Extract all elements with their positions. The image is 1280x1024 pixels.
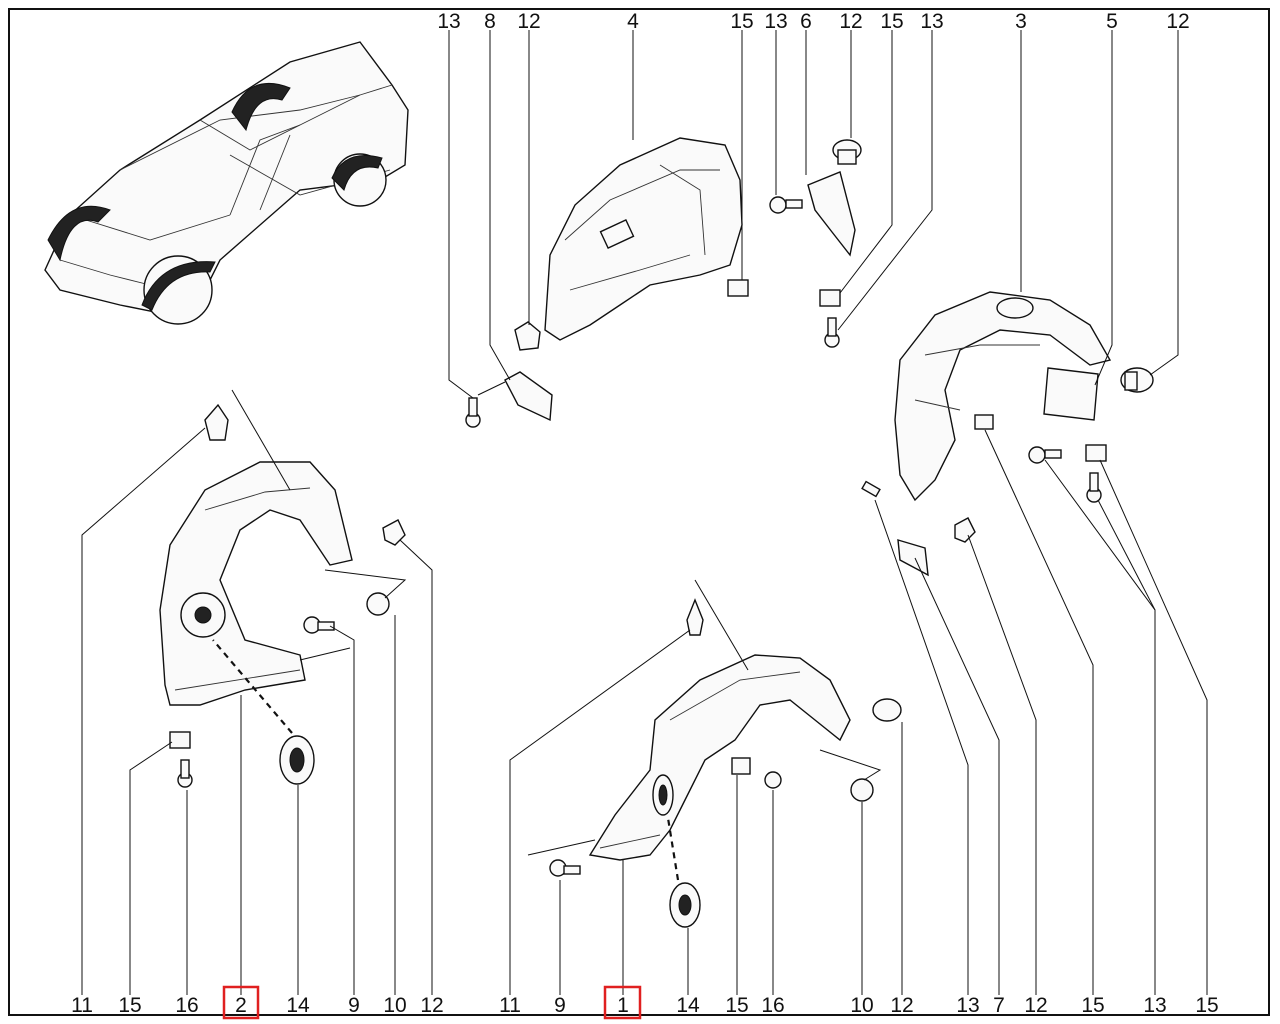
screw-icon bbox=[1028, 446, 1062, 464]
callout-bottom-12b: 12 bbox=[890, 994, 913, 1017]
grommet-plug-icon bbox=[279, 735, 315, 785]
callout-bottom-13: 13 bbox=[956, 994, 979, 1017]
bracket-8 bbox=[504, 371, 553, 422]
callout-bottom-14a: 14 bbox=[286, 994, 310, 1017]
callout-top-4: 4 bbox=[627, 10, 639, 33]
callout-top-3: 3 bbox=[1015, 10, 1027, 33]
screw-icon bbox=[549, 859, 581, 877]
clip-icon bbox=[832, 139, 862, 165]
wheel-arch-liner-1 bbox=[588, 654, 851, 861]
callout-bottom-12c: 12 bbox=[1024, 994, 1047, 1017]
wheel-arch-liner-3 bbox=[894, 291, 1112, 502]
callout-bottom-2: 2 bbox=[235, 994, 247, 1017]
fasteners bbox=[169, 139, 1154, 928]
vehicle-overview-icon bbox=[44, 41, 409, 325]
nut-clip-icon bbox=[169, 731, 191, 749]
nut-clip-icon bbox=[727, 279, 749, 297]
callout-bottom-7: 7 bbox=[993, 994, 1005, 1017]
screw-icon bbox=[861, 480, 881, 498]
callout-top-12a: 12 bbox=[517, 10, 540, 33]
callout-top-5: 5 bbox=[1106, 10, 1118, 33]
bottom-callouts: 11 15 16 2 14 9 10 12 11 9 1 14 15 16 10… bbox=[71, 994, 1219, 1017]
callout-bottom-11a: 11 bbox=[71, 994, 93, 1017]
screw-icon bbox=[769, 196, 803, 214]
callout-top-13a: 13 bbox=[437, 10, 460, 33]
nut-clip-icon bbox=[819, 289, 841, 307]
clip-icon bbox=[1120, 367, 1154, 393]
callout-bottom-1: 1 bbox=[617, 994, 629, 1017]
screw-icon bbox=[303, 616, 335, 634]
callout-bottom-15a: 15 bbox=[118, 994, 141, 1017]
callout-bottom-15c: 15 bbox=[1081, 994, 1104, 1017]
clip-icon bbox=[954, 517, 976, 543]
nut-clip-icon bbox=[974, 414, 994, 430]
wheel-arch-liner-4 bbox=[544, 137, 743, 341]
callout-bottom-10a: 10 bbox=[383, 994, 406, 1017]
push-rivet-icon bbox=[366, 592, 390, 616]
dashed-arrow bbox=[212, 639, 293, 734]
leader-lines bbox=[81, 30, 1208, 995]
callout-bottom-15b: 15 bbox=[725, 994, 748, 1017]
clip-icon bbox=[204, 403, 229, 441]
nut-clip-icon bbox=[731, 757, 751, 775]
callout-top-6: 6 bbox=[800, 10, 812, 33]
wheel-arch-liner-2 bbox=[159, 461, 353, 706]
push-rivet-icon bbox=[850, 778, 874, 802]
callout-bottom-16a: 16 bbox=[175, 994, 198, 1017]
callout-top-15a: 15 bbox=[730, 10, 753, 33]
callout-bottom-12a: 12 bbox=[420, 994, 443, 1017]
screw-icon bbox=[824, 317, 840, 348]
screw-icon bbox=[764, 771, 782, 789]
top-callouts: 13 8 12 4 15 13 6 12 15 13 3 5 12 bbox=[437, 10, 1189, 33]
bracket-6 bbox=[807, 171, 856, 257]
callout-bottom-11b: 11 bbox=[499, 994, 521, 1017]
callout-top-12b: 12 bbox=[839, 10, 862, 33]
screw-icon bbox=[177, 759, 193, 788]
pad-5 bbox=[1043, 367, 1099, 421]
callout-bottom-9b: 9 bbox=[554, 994, 566, 1017]
callout-bottom-9a: 9 bbox=[348, 994, 360, 1017]
grommet-plug-icon bbox=[669, 882, 701, 928]
highlight-box-2 bbox=[222, 985, 260, 1020]
highlight-box-1 bbox=[603, 985, 642, 1020]
callout-bottom-13b: 13 bbox=[1143, 994, 1166, 1017]
callout-bottom-15d: 15 bbox=[1195, 994, 1218, 1017]
screw-icon bbox=[465, 397, 481, 428]
callout-bottom-16b: 16 bbox=[761, 994, 784, 1017]
callout-bottom-14b: 14 bbox=[676, 994, 700, 1017]
callout-bottom-10b: 10 bbox=[850, 994, 873, 1017]
screw-icon bbox=[1086, 472, 1102, 503]
clip-icon bbox=[686, 598, 704, 636]
callout-top-15b: 15 bbox=[880, 10, 903, 33]
clip-icon bbox=[872, 698, 902, 722]
callout-top-8: 8 bbox=[484, 10, 496, 33]
clip-icon bbox=[514, 321, 541, 351]
bracket-7 bbox=[897, 539, 929, 577]
callout-top-13b: 13 bbox=[764, 10, 787, 33]
callout-top-12c: 12 bbox=[1166, 10, 1189, 33]
callout-top-13c: 13 bbox=[920, 10, 943, 33]
nut-clip-icon bbox=[1085, 444, 1107, 462]
